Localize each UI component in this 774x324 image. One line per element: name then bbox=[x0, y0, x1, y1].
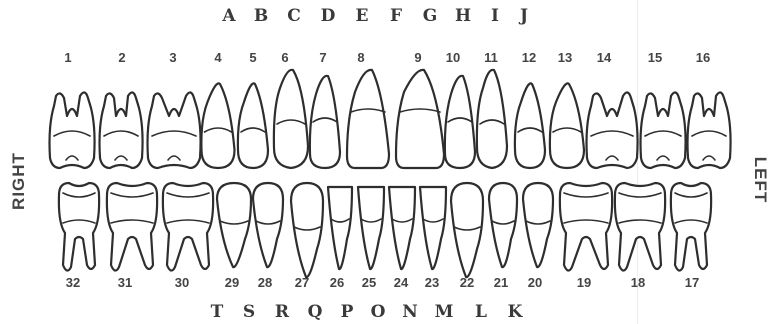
lower-tooth-29 bbox=[217, 183, 251, 267]
upper-tooth-6 bbox=[274, 70, 308, 168]
lower-tooth-28 bbox=[253, 183, 283, 267]
upper-tooth-10 bbox=[445, 76, 475, 168]
lower-tooth-24 bbox=[389, 187, 415, 269]
upper-tooth-8 bbox=[347, 70, 389, 168]
upper-tooth-2 bbox=[100, 92, 143, 168]
upper-tooth-13 bbox=[550, 83, 584, 168]
lower-tooth-31 bbox=[107, 183, 157, 271]
upper-tooth-11 bbox=[477, 70, 507, 168]
lower-tooth-20 bbox=[523, 183, 553, 267]
lower-tooth-23 bbox=[420, 187, 446, 269]
lower-tooth-27 bbox=[291, 183, 323, 277]
lower-tooth-25 bbox=[358, 187, 384, 269]
upper-tooth-4 bbox=[201, 83, 234, 168]
upper-tooth-15 bbox=[641, 92, 686, 168]
lower-tooth-30 bbox=[163, 183, 213, 271]
upper-tooth-16 bbox=[688, 92, 731, 168]
upper-tooth-14 bbox=[587, 92, 638, 168]
upper-tooth-1 bbox=[50, 92, 95, 168]
upper-tooth-3 bbox=[148, 92, 201, 168]
upper-tooth-9 bbox=[396, 70, 444, 168]
lower-tooth-21 bbox=[489, 183, 517, 267]
lower-tooth-18 bbox=[615, 183, 665, 271]
lower-tooth-22 bbox=[451, 183, 483, 277]
lower-tooth-26 bbox=[328, 187, 352, 269]
lower-tooth-32 bbox=[59, 183, 99, 271]
upper-tooth-5 bbox=[238, 83, 268, 168]
lower-tooth-19 bbox=[560, 183, 612, 271]
upper-tooth-12 bbox=[515, 83, 545, 168]
upper-tooth-7 bbox=[310, 76, 340, 168]
lower-tooth-17 bbox=[671, 183, 711, 271]
